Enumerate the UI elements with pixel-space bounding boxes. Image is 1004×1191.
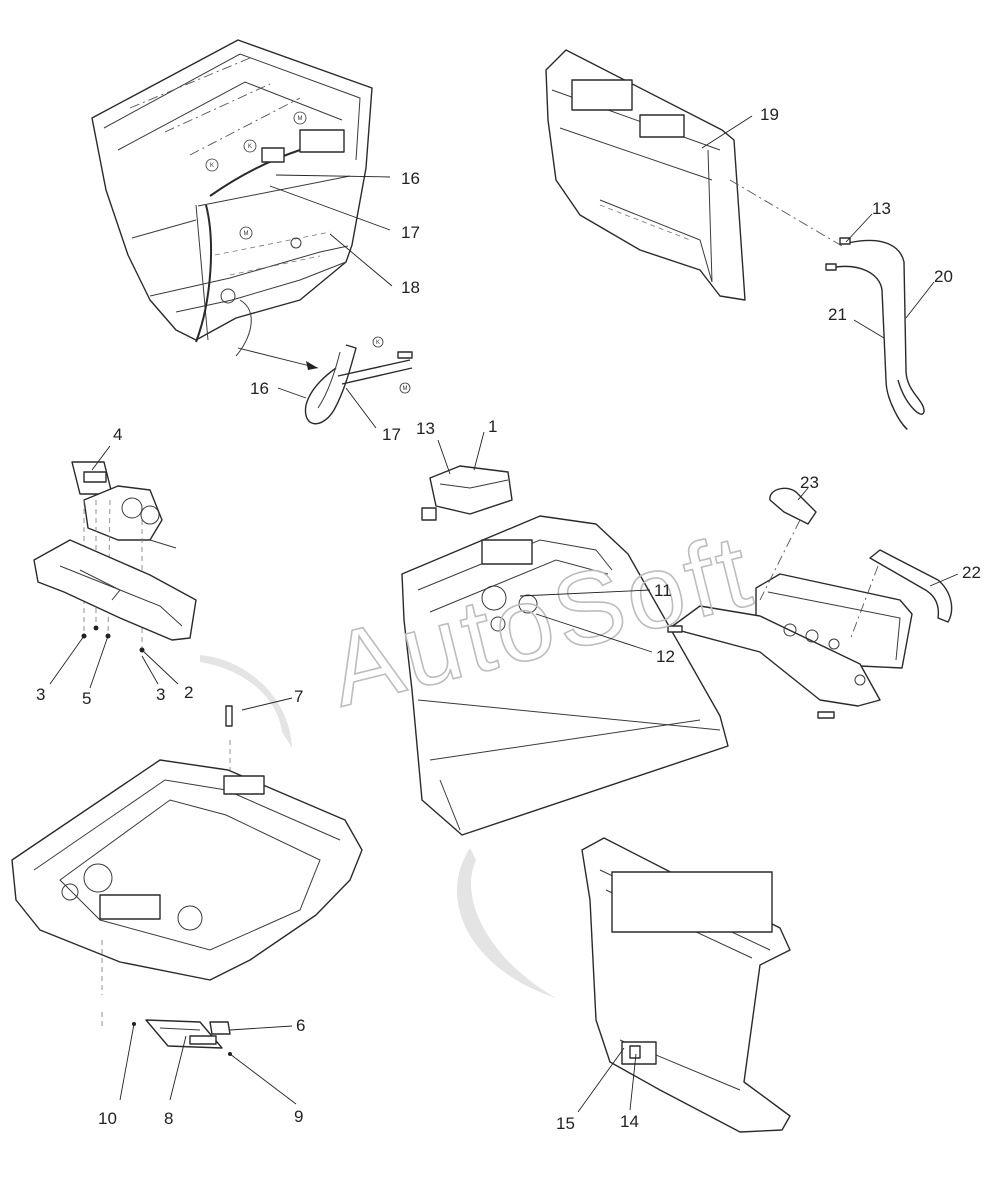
callout-6: 6 — [296, 1016, 305, 1035]
hose-detail: K M — [304, 336, 413, 425]
sweep-arrow-left — [200, 655, 292, 748]
tag-m: M — [298, 116, 303, 122]
callout-1: 1 — [488, 417, 497, 436]
callout-3: 3 — [156, 685, 165, 704]
callout-3: 3 — [36, 685, 45, 704]
callout-20: 20 — [934, 267, 953, 286]
callout-7: 7 — [294, 687, 303, 706]
detail-arrow — [237, 347, 319, 370]
callout-13: 13 — [872, 199, 891, 218]
callout-5: 5 — [82, 689, 91, 708]
callout-4: 4 — [113, 425, 122, 444]
sweep-arrow-center — [456, 848, 556, 998]
hose-23 — [769, 487, 817, 525]
callout-9: 9 — [294, 1107, 303, 1126]
heater-core — [667, 573, 913, 719]
tag-m: M — [244, 231, 249, 237]
callout-2: 2 — [184, 683, 193, 702]
callout-12: 12 — [656, 647, 675, 666]
callout-23: 23 — [800, 473, 819, 492]
air-duct — [33, 539, 197, 641]
rear-panel — [545, 49, 746, 301]
tag-k: K — [210, 163, 214, 169]
tag-m: M — [403, 386, 408, 392]
heater-unit — [421, 465, 513, 521]
callout-17: 17 — [382, 425, 401, 444]
rear-wall — [581, 837, 791, 1133]
callout-14: 14 — [620, 1112, 639, 1131]
callout-17: 17 — [401, 223, 420, 242]
callout-16: 16 — [250, 379, 269, 398]
leader-lines — [49, 115, 959, 1113]
callout-10: 10 — [98, 1109, 117, 1128]
cab-roof-frame — [91, 39, 373, 357]
tag-k: K — [248, 144, 252, 150]
center-frame — [401, 515, 729, 836]
callout-19: 19 — [760, 105, 779, 124]
cab-connector-tags: M K K M — [205, 111, 307, 240]
screw-7 — [225, 705, 233, 727]
panel-dash-line — [729, 179, 843, 247]
heater-dash-lines — [759, 519, 879, 641]
callout-13: 13 — [416, 419, 435, 438]
headliner — [11, 740, 363, 1030]
blower-assembly — [71, 461, 177, 549]
callout-22: 22 — [962, 563, 981, 582]
hose-22 — [869, 549, 953, 623]
tag-k: K — [376, 340, 380, 346]
callout-21: 21 — [828, 305, 847, 324]
callout-18: 18 — [401, 278, 420, 297]
callout-15: 15 — [556, 1114, 575, 1133]
control-panel — [132, 1019, 232, 1056]
callout-labels: 16 17 18 19 13 20 21 16 17 4 13 1 23 22 … — [36, 105, 981, 1133]
tube-assembly — [825, 237, 925, 430]
cab-wiring — [195, 129, 345, 343]
callout-8: 8 — [164, 1109, 173, 1128]
callout-16: 16 — [401, 169, 420, 188]
callout-11: 11 — [654, 581, 672, 600]
